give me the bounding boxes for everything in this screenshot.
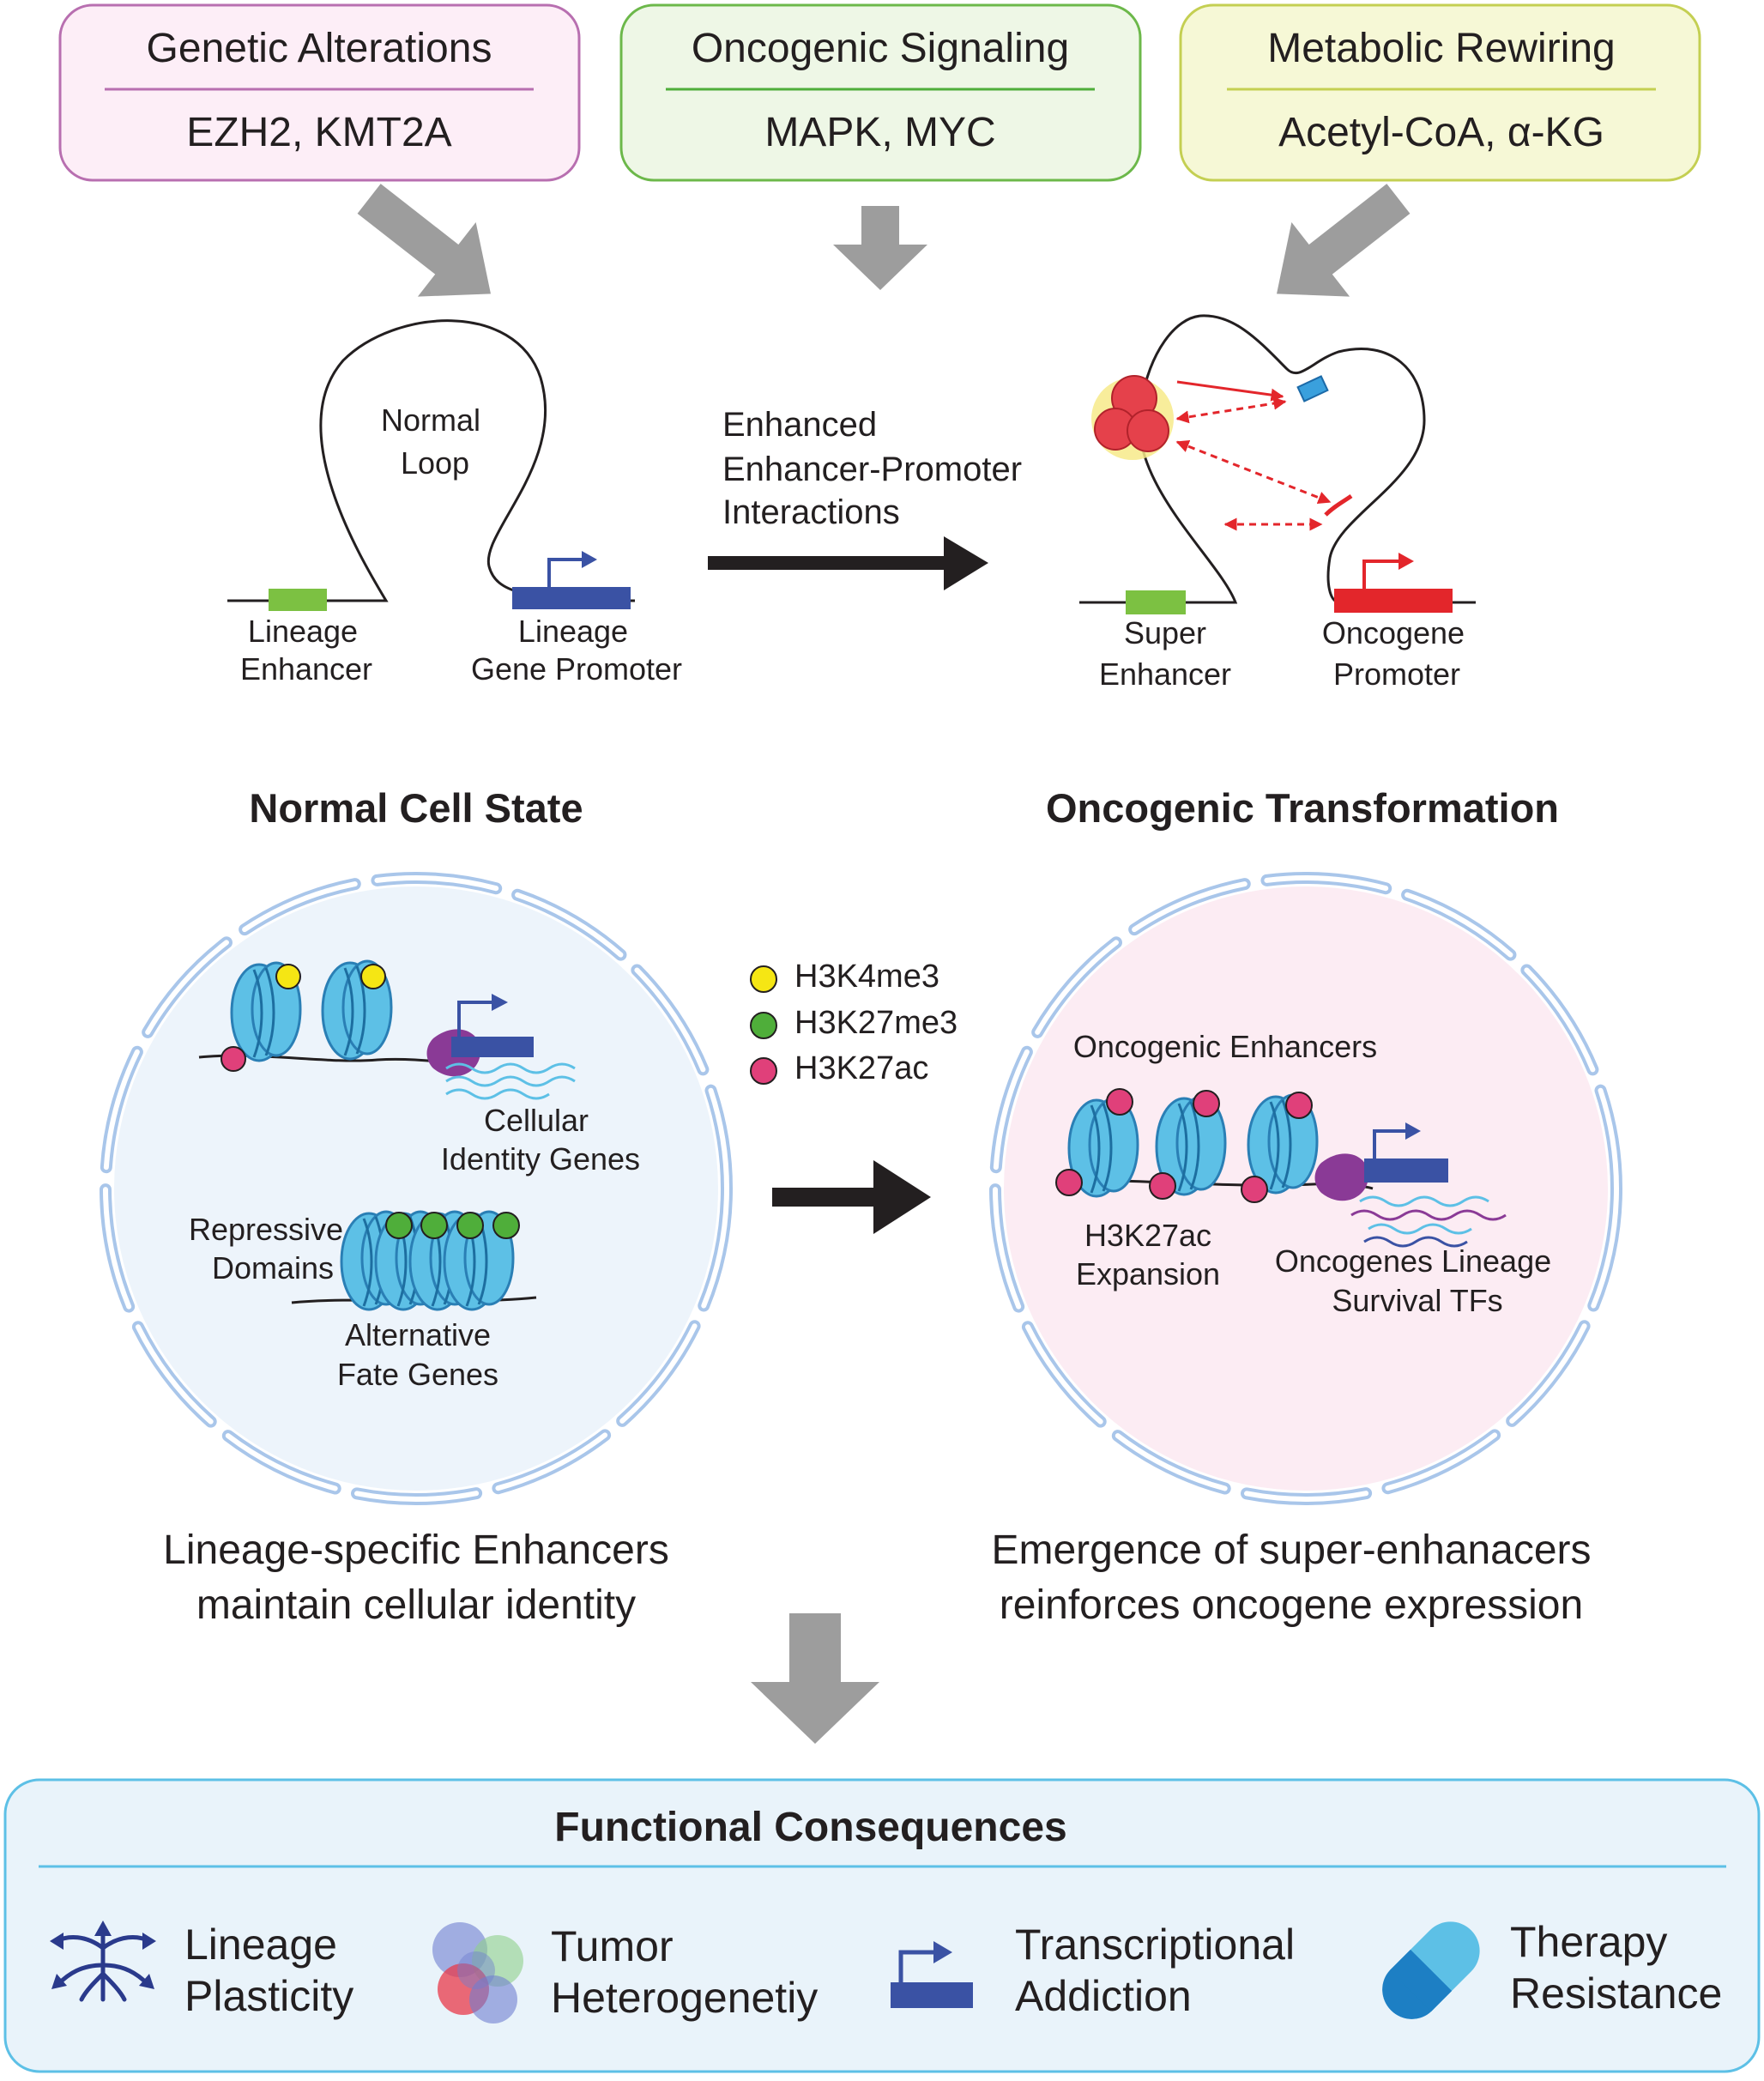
consequences-title: Functional Consequences	[554, 1805, 1066, 1850]
transformation-arrow	[772, 1160, 931, 1234]
repressive-label: Repressive	[189, 1212, 343, 1247]
input-box-genetic: Genetic Alterations EZH2, KMT2A	[58, 3, 581, 182]
normal-loop-label: Normal	[381, 402, 480, 438]
h3k27ac-mark	[1285, 1092, 1313, 1119]
oncogene-promoter-label: Oncogene	[1322, 615, 1465, 650]
normal-loop: Normal Loop Lineage Enhancer Lineage Gen…	[227, 319, 682, 687]
lineage-promoter-label: Lineage	[518, 614, 628, 649]
h3k27me3-mark	[492, 1212, 520, 1239]
consequence-label: Resistance	[1510, 1969, 1722, 2017]
identity-genes-label: Cellular	[484, 1103, 589, 1138]
expansion-label: H3K27ac	[1084, 1218, 1211, 1253]
normal-state-heading: Normal Cell State	[249, 785, 583, 831]
gray-arrow-right	[1277, 184, 1411, 297]
lineage-promoter-label: Gene Promoter	[471, 651, 682, 687]
oncogenic-state-heading: Oncogenic Transformation	[1046, 785, 1559, 831]
oncogenes-label: Oncogenes Lineage	[1275, 1243, 1551, 1279]
box-items: MAPK, MYC	[764, 110, 995, 155]
consequence-label: Addiction	[1015, 1972, 1192, 2020]
histone-mark-legend: H3K4me3 H3K27me3 H3K27ac	[750, 959, 958, 1086]
arrow-label: Enhancer-Promoter	[722, 451, 1022, 488]
consequence-label: Tumor	[551, 1922, 674, 1970]
super-enhancer-label: Enhancer	[1099, 656, 1231, 692]
legend-label: H3K27me3	[794, 1005, 958, 1041]
oncogenic-nucleus: Oncogenic Enhancers H3K27ac Expansion On…	[989, 872, 1622, 1505]
normal-loop-label: Loop	[401, 445, 469, 481]
consequence-label: Heterogenetiy	[551, 1974, 818, 2022]
input-box-metabolic: Metabolic Rewiring Acetyl-CoA, α-KG	[1179, 3, 1701, 182]
normal-summary: Lineage-specific Enhancers	[163, 1527, 669, 1573]
h3k27ac-mark	[1241, 1176, 1268, 1203]
identity-gene-block	[451, 1037, 534, 1057]
interaction-arrow	[1175, 396, 1287, 424]
h3k27ac-mark	[1106, 1088, 1133, 1116]
repressive-label: Domains	[212, 1250, 334, 1286]
box-title: Oncogenic Signaling	[692, 26, 1069, 71]
distal-element	[1296, 375, 1329, 402]
lineage-promoter-block	[512, 587, 631, 609]
super-enhancer-block	[1126, 590, 1186, 614]
reader-protein	[1314, 1153, 1368, 1201]
consequence-label: Plasticity	[184, 1972, 353, 2020]
lineage-enhancer-block	[269, 589, 327, 611]
legend-swatch	[750, 1057, 777, 1085]
capsule-icon	[1382, 1921, 1480, 2019]
enhanced-interaction-arrow: Enhanced Enhancer-Promoter Interactions	[708, 406, 1022, 590]
oncogene-block	[1364, 1158, 1448, 1183]
oncogenic-enhancers-label: Oncogenic Enhancers	[1073, 1029, 1377, 1064]
arrow-label: Enhanced	[722, 406, 877, 444]
oncogenic-summary: Emergence of super-enhanacers	[991, 1527, 1591, 1573]
input-box-signaling: Oncogenic Signaling MAPK, MYC	[619, 3, 1142, 182]
consequence-label: Lineage	[184, 1921, 337, 1969]
super-enhancer-label: Super	[1124, 615, 1206, 650]
oncogenes-label: Survival TFs	[1332, 1283, 1502, 1318]
legend-label: H3K27ac	[794, 1050, 928, 1086]
oncogene-promoter-block	[1334, 589, 1453, 613]
legend-label: H3K4me3	[794, 959, 939, 995]
h3k4me3-mark	[360, 964, 386, 989]
normal-summary: maintain cellular identity	[196, 1582, 636, 1628]
box-items: EZH2, KMT2A	[186, 110, 451, 155]
cell-cluster-icon	[432, 1922, 523, 2024]
alternative-label: Fate Genes	[337, 1357, 498, 1392]
box-title: Metabolic Rewiring	[1267, 26, 1616, 71]
lineage-enhancer-label: Enhancer	[240, 651, 372, 687]
consequence-label: Transcriptional	[1015, 1921, 1295, 1969]
oncogenic-loop: Super Enhancer Oncogene Promoter	[1079, 314, 1476, 692]
h3k27me3-mark	[385, 1212, 413, 1239]
h3k27ac-mark	[1055, 1169, 1083, 1196]
gray-arrow-left	[357, 184, 491, 297]
identity-genes-label: Identity Genes	[441, 1141, 640, 1177]
gray-arrow-center	[833, 206, 927, 290]
oncogenic-summary: reinforces oncogene expression	[1000, 1582, 1583, 1628]
oncogene-promoter-label: Promoter	[1333, 656, 1460, 692]
h3k27ac-mark	[220, 1046, 246, 1072]
h3k27me3-mark	[456, 1212, 484, 1239]
normal-nucleus: Cellular Identity Genes Repressive Domai…	[100, 872, 733, 1505]
tf-blob	[1127, 409, 1169, 452]
h3k27ac-mark	[1193, 1090, 1220, 1117]
box-title: Genetic Alterations	[147, 26, 492, 71]
legend-swatch	[750, 965, 777, 993]
arrow-label: Interactions	[722, 493, 900, 531]
box-items: Acetyl-CoA, α-KG	[1278, 110, 1604, 155]
h3k27me3-mark	[420, 1212, 448, 1239]
h3k4me3-mark	[275, 964, 301, 989]
alternative-label: Alternative	[345, 1317, 491, 1352]
lineage-enhancer-label: Lineage	[248, 614, 358, 649]
expansion-label: Expansion	[1076, 1256, 1220, 1292]
interaction-arrow	[1176, 380, 1284, 402]
consequences-panel: Functional Consequences Lineage Plastici…	[3, 1778, 1761, 2073]
legend-swatch	[750, 1012, 777, 1039]
gray-arrow-down	[751, 1613, 879, 1744]
branching-arrows-icon	[50, 1921, 156, 2002]
promoter-arrow-icon	[891, 1941, 973, 2008]
h3k27ac-mark	[1149, 1172, 1176, 1200]
interaction-arrow	[1175, 439, 1332, 505]
consequence-label: Therapy	[1510, 1918, 1667, 1966]
